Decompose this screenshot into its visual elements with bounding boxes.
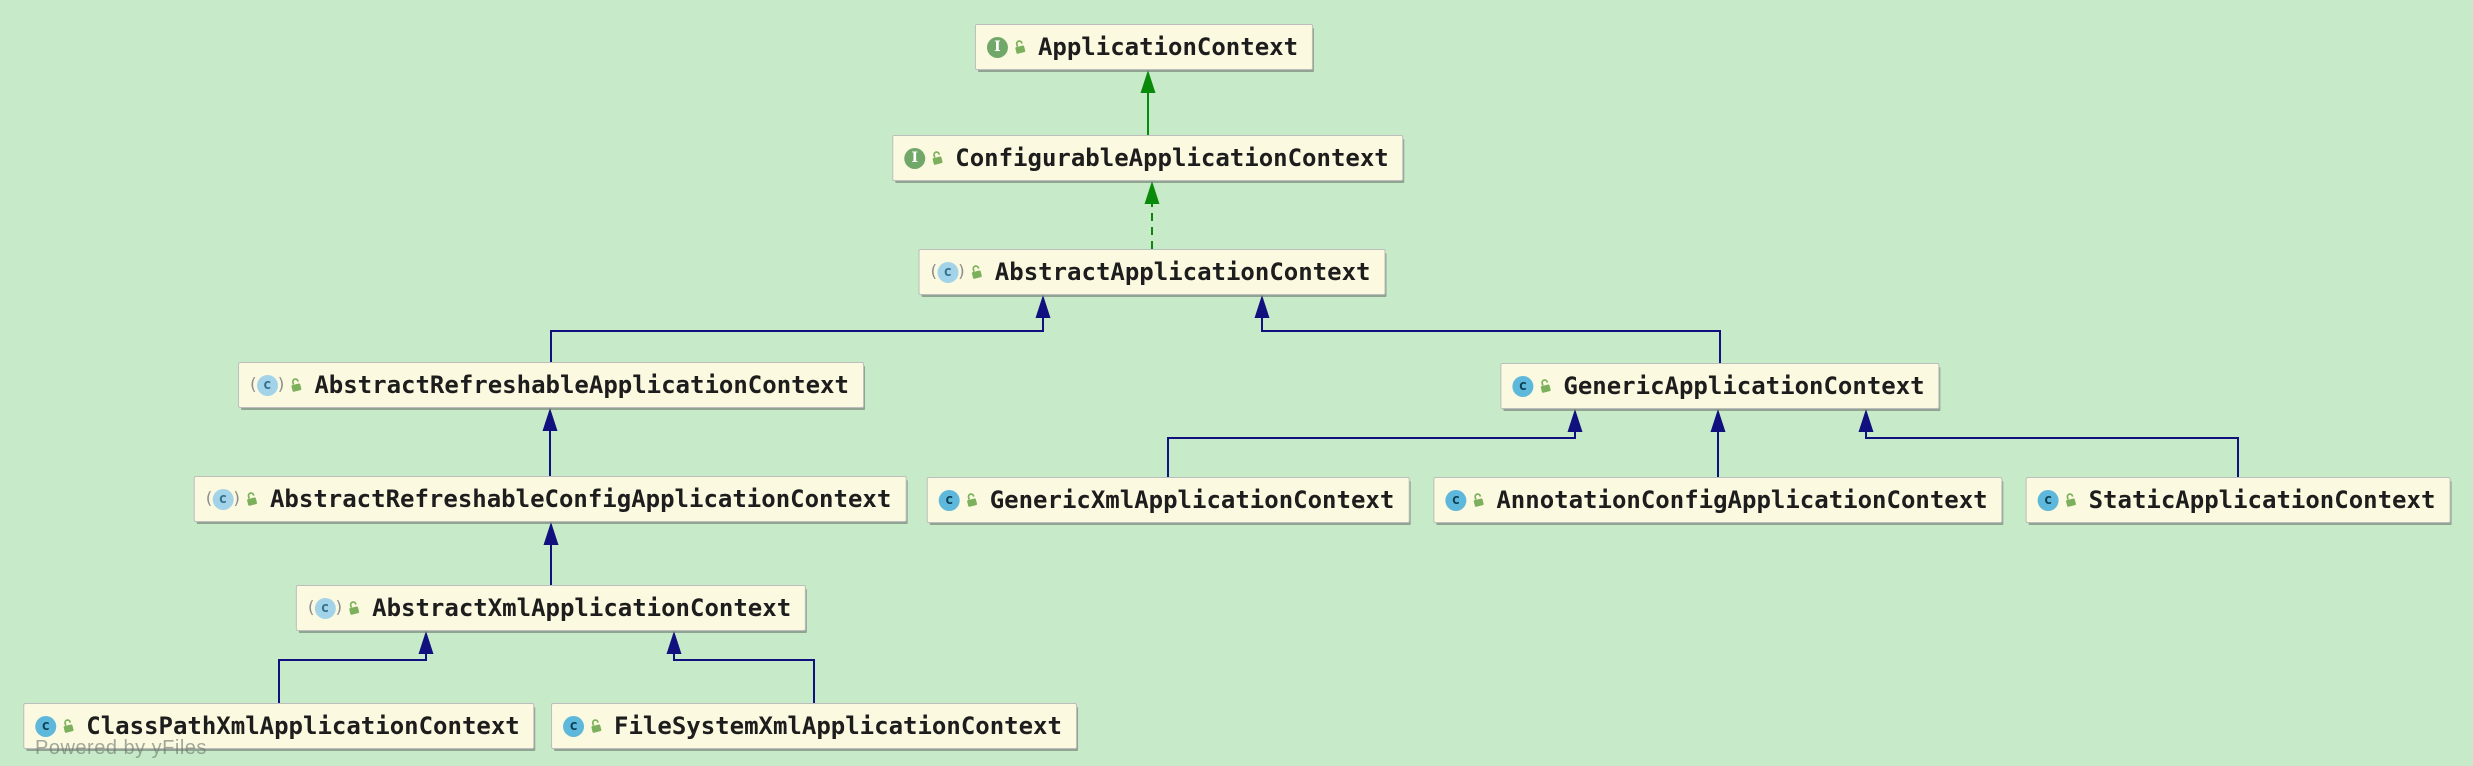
node-icons: (c) <box>205 488 260 510</box>
class-node-label: AbstractXmlApplicationContext <box>372 594 792 622</box>
class-node-label: GenericXmlApplicationContext <box>989 486 1395 514</box>
edge-configurable-application-context-interface_extends <box>1140 70 1156 135</box>
node-icons: c <box>938 489 980 511</box>
inheritance-arrowhead <box>543 522 559 545</box>
class-icon: c <box>35 715 57 737</box>
unlocked-icon <box>929 150 945 166</box>
node-icons: (c) <box>930 261 985 283</box>
unlocked-icon <box>346 600 362 616</box>
abstract-class-icon: (c) <box>930 261 965 283</box>
node-icons: c <box>35 715 76 737</box>
class-node-generic-application-context[interactable]: c GenericApplicationContext <box>1500 363 1940 409</box>
interface-icon: I <box>904 147 926 169</box>
class-node-configurable-application-context[interactable]: I ConfigurableApplicationContext <box>892 135 1404 181</box>
edge-classpath-xml-application-context-extends <box>278 631 434 703</box>
inheritance-arrowhead <box>1567 409 1583 432</box>
inheritance-arrowhead <box>1710 409 1726 432</box>
yfiles-watermark: Powered by yFiles <box>35 737 207 759</box>
abstract-class-icon: (c) <box>307 597 343 619</box>
unlocked-icon <box>2063 492 2079 508</box>
edge-static-application-context-extends <box>1858 409 2239 477</box>
class-node-label: ApplicationContext <box>1037 33 1299 61</box>
class-node-label: AbstractRefreshableApplicationContext <box>314 371 849 399</box>
node-icons: c <box>1445 489 1486 511</box>
class-node-label: AbstractRefreshableConfigApplicationCont… <box>269 485 892 513</box>
class-node-annotation-config-application-context[interactable]: c AnnotationConfigApplicationContext <box>1433 477 2003 523</box>
unlocked-icon <box>244 491 260 507</box>
unlocked-icon <box>60 718 76 734</box>
edge-generic-application-context-extends <box>1254 295 1721 363</box>
unlocked-icon <box>1537 378 1553 394</box>
class-node-label: AbstractApplicationContext <box>994 258 1371 286</box>
class-node-abstract-refreshable-application-context[interactable]: (c) AbstractRefreshableApplicationContext <box>238 362 864 408</box>
class-node-abstract-refreshable-config-application-context[interactable]: (c) AbstractRefreshableConfigApplicationC… <box>193 476 907 522</box>
class-icon: c <box>1512 375 1534 397</box>
abstract-class-icon: (c) <box>205 488 240 510</box>
class-node-generic-xml-application-context[interactable]: c GenericXmlApplicationContext <box>926 477 1410 523</box>
node-icons: I <box>986 36 1028 58</box>
edge-abstract-refreshable-application-context-extends <box>550 295 1051 362</box>
unlocked-icon <box>964 492 980 508</box>
edge-abstract-refreshable-config-application-context-extends <box>542 408 558 476</box>
class-node-classpath-xml-application-context[interactable]: c ClassPathXmlApplicationContext <box>23 703 535 749</box>
node-icons: (c) <box>250 374 304 396</box>
unlocked-icon <box>588 718 604 734</box>
edge-generic-xml-application-context-extends <box>1167 409 1583 477</box>
unlocked-icon <box>1012 39 1028 55</box>
node-icons: (c) <box>307 597 362 619</box>
inheritance-arrowhead <box>1144 181 1160 204</box>
class-node-filesystem-xml-application-context[interactable]: c FileSystemXmlApplicationContext <box>551 703 1077 749</box>
inheritance-arrowhead <box>418 631 434 654</box>
edge-filesystem-xml-application-context-extends <box>666 631 815 703</box>
class-icon: c <box>563 715 585 737</box>
inheritance-arrowhead <box>542 408 558 431</box>
unlocked-icon <box>969 264 985 280</box>
interface-icon: I <box>986 36 1008 58</box>
class-node-label: FileSystemXmlApplicationContext <box>614 712 1062 740</box>
class-node-application-context[interactable]: I ApplicationContext <box>974 24 1314 70</box>
class-node-abstract-xml-application-context[interactable]: (c) AbstractXmlApplicationContext <box>295 585 807 631</box>
class-node-abstract-application-context[interactable]: (c) AbstractApplicationContext <box>918 249 1386 295</box>
inheritance-arrowhead <box>1254 295 1270 318</box>
inheritance-arrowhead <box>1035 295 1051 318</box>
class-node-label: ClassPathXmlApplicationContext <box>86 712 520 740</box>
class-node-label: ConfigurableApplicationContext <box>955 144 1389 172</box>
class-node-label: GenericApplicationContext <box>1563 372 1925 400</box>
inheritance-arrowhead <box>666 631 682 654</box>
node-icons: I <box>904 147 945 169</box>
unlocked-icon <box>1470 492 1486 508</box>
node-icons: c <box>563 715 604 737</box>
class-icon: c <box>938 489 960 511</box>
inheritance-arrowhead <box>1858 409 1874 432</box>
class-node-label: StaticApplicationContext <box>2088 486 2436 514</box>
class-node-static-application-context[interactable]: c StaticApplicationContext <box>2025 477 2451 523</box>
edge-abstract-application-context-implements <box>1144 181 1160 249</box>
node-icons: c <box>2037 489 2079 511</box>
class-icon: c <box>2037 489 2059 511</box>
class-icon: c <box>1445 489 1467 511</box>
edge-annotation-config-application-context-extends <box>1710 409 1726 477</box>
node-icons: c <box>1512 375 1553 397</box>
class-node-label: AnnotationConfigApplicationContext <box>1496 486 1988 514</box>
edge-abstract-xml-application-context-extends <box>543 522 559 585</box>
inheritance-arrowhead <box>1140 70 1156 93</box>
unlocked-icon <box>288 377 304 393</box>
abstract-class-icon: (c) <box>250 374 285 396</box>
